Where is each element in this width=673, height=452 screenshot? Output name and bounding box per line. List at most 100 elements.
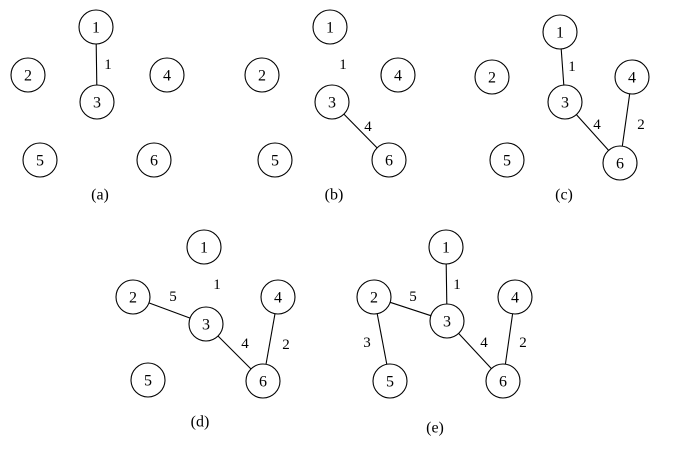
node-label: 5: [36, 153, 44, 170]
node-circle: [372, 363, 408, 399]
edge-2-3: [148, 302, 191, 319]
node-3: 3: [79, 84, 115, 120]
edge-1-3: [95, 43, 98, 86]
stray-weight-label: 1: [339, 57, 347, 73]
node-1: 1: [186, 229, 222, 265]
node-label: 1: [200, 240, 208, 257]
node-6: 6: [136, 142, 172, 178]
panel-caption: (e): [426, 420, 444, 437]
edge-weight-3-6: 4: [593, 117, 601, 133]
edge-4-6: [504, 313, 514, 365]
panel-caption: (b): [325, 187, 344, 204]
node-circle: [497, 279, 533, 315]
edge-1-3: [560, 48, 565, 86]
node-circle: [188, 306, 224, 342]
node-5: 5: [372, 363, 408, 399]
node-label: 3: [93, 95, 101, 112]
node-circle: [489, 142, 525, 178]
edge-weight-1-3: 1: [568, 59, 576, 75]
node-1: 1: [312, 9, 348, 45]
node-label: 1: [92, 20, 100, 37]
node-circle: [371, 142, 407, 178]
node-circle: [356, 279, 392, 315]
node-circle: [257, 142, 293, 178]
panel-a: 1 1 2 3 4 5 6 (a): [10, 9, 185, 204]
node-label: 1: [326, 20, 334, 37]
node-circle: [186, 229, 222, 265]
node-circle: [428, 229, 464, 265]
edge-4-6: [265, 313, 276, 365]
node-5: 5: [489, 142, 525, 178]
node-label: 2: [258, 68, 266, 85]
edge-weight-1-3: 1: [104, 57, 112, 73]
node-2: 2: [244, 57, 280, 93]
node-label: 6: [499, 374, 507, 391]
node-3: 3: [188, 306, 224, 342]
node-3: 3: [429, 303, 465, 339]
edge-weight-4-6: 2: [637, 117, 645, 133]
node-circle: [115, 279, 151, 315]
node-circle: [380, 57, 416, 93]
node-3: 3: [314, 84, 350, 120]
edge-3-6: [458, 333, 492, 369]
node-circle: [22, 142, 58, 178]
node-2: 2: [10, 57, 46, 93]
node-label: 4: [394, 68, 402, 85]
panel-caption: (a): [91, 187, 109, 204]
node-label: 5: [271, 153, 279, 170]
node-6: 6: [371, 142, 407, 178]
panel-caption: (d): [191, 414, 210, 431]
node-3: 3: [547, 84, 583, 120]
node-label: 3: [202, 317, 210, 334]
node-circle: [312, 9, 348, 45]
node-4: 4: [497, 279, 533, 315]
edge-weight-3-6: 4: [364, 119, 372, 135]
node-circle: [79, 84, 115, 120]
node-circle: [474, 59, 510, 95]
node-label: 6: [616, 156, 624, 173]
node-6: 6: [245, 363, 281, 399]
edge-weight-4-6: 2: [519, 335, 527, 351]
node-5: 5: [130, 362, 166, 398]
node-5: 5: [257, 142, 293, 178]
node-5: 5: [22, 142, 58, 178]
node-6: 6: [485, 363, 521, 399]
edge-3-6: [217, 335, 252, 370]
node-circle: [149, 57, 185, 93]
node-label: 2: [370, 290, 378, 307]
node-label: 2: [488, 70, 496, 87]
node-2: 2: [115, 279, 151, 315]
node-4: 4: [614, 59, 650, 95]
node-label: 5: [386, 374, 394, 391]
node-4: 4: [149, 57, 185, 93]
node-label: 3: [561, 95, 569, 112]
edge-4-6: [621, 93, 631, 147]
edge-weight-4-6: 2: [282, 337, 290, 353]
node-2: 2: [356, 279, 392, 315]
node-1: 1: [428, 229, 464, 265]
node-circle: [260, 279, 296, 315]
node-circle: [78, 9, 114, 45]
panel-caption: (c): [555, 187, 573, 204]
node-circle: [130, 362, 166, 398]
node-2: 2: [474, 59, 510, 95]
edge-weight-2-3: 5: [169, 289, 177, 305]
node-label: 6: [150, 153, 158, 170]
node-circle: [547, 84, 583, 120]
node-circle: [542, 14, 578, 50]
node-circle: [244, 57, 280, 93]
edge-1-3: [445, 263, 448, 305]
node-1: 1: [542, 14, 578, 50]
node-circle: [429, 303, 465, 339]
node-circle: [136, 142, 172, 178]
edge-weight-2-3: 5: [409, 289, 417, 305]
node-label: 4: [274, 290, 282, 307]
node-label: 6: [385, 153, 393, 170]
edge-weight-3-6: 4: [480, 335, 488, 351]
node-6: 6: [602, 145, 638, 181]
node-circle: [602, 145, 638, 181]
node-label: 2: [129, 290, 137, 307]
